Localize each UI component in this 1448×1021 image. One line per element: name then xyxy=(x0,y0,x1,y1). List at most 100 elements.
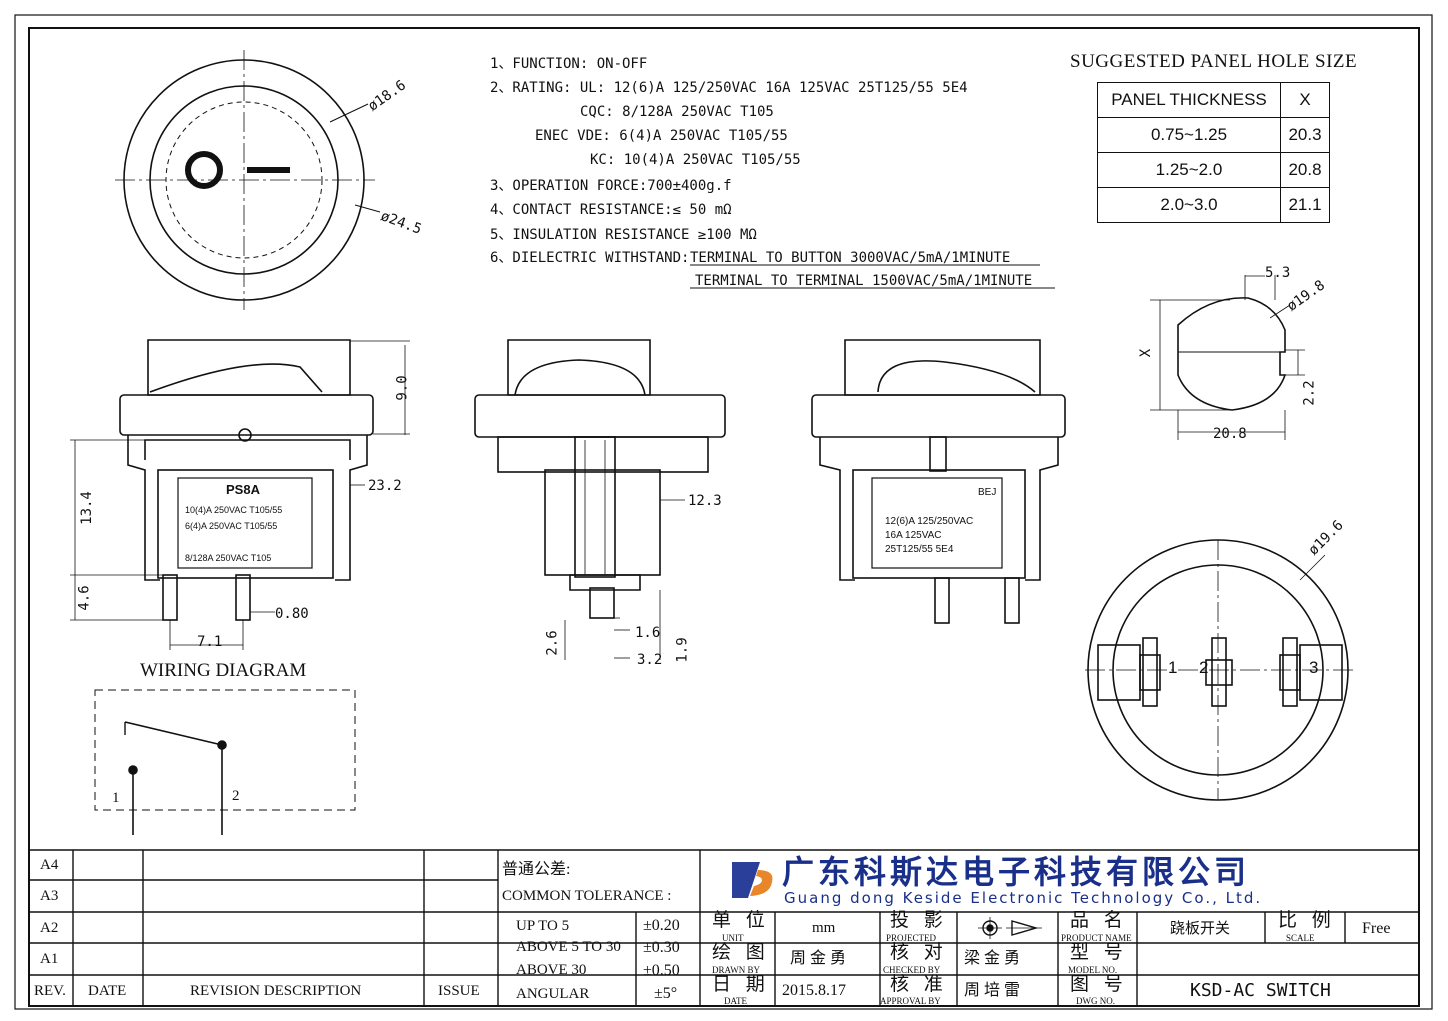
scale-en: SCALE xyxy=(1286,933,1315,943)
model-no-cn: 型 号 xyxy=(1070,942,1128,963)
tol-value: ±5° xyxy=(654,985,678,1002)
panel-table-cell: 0.75~1.25 xyxy=(1097,117,1281,153)
projection-cn: 投 影 xyxy=(890,910,948,931)
spec-operation-force: 3、OPERATION FORCE:700±400g.f xyxy=(490,178,732,194)
product-name-value: 跷板开关 xyxy=(1170,919,1231,937)
tol-range: ANGULAR xyxy=(516,986,590,1002)
spec-function: 1、FUNCTION: ON-OFF xyxy=(490,56,648,72)
revision-description-header: REVISION DESCRIPTION xyxy=(190,983,362,999)
panel-table-header-x: X xyxy=(1280,82,1330,118)
dim-width-3-2: 3.2 xyxy=(637,652,663,668)
spec-insulation-resistance: 5、INSULATION RESISTANCE ≥100 MΩ xyxy=(490,227,757,243)
back-bej-label: BEJ xyxy=(978,487,997,498)
checked-by-cn: 核 对 xyxy=(890,942,948,963)
drawn-by-value: 周 金 勇 xyxy=(790,950,847,967)
spec-rating-ul: 2、RATING: UL: 12(6)A 125/250VAC 16A 125V… xyxy=(490,80,968,96)
back-rating-3: 25T125/55 5E4 xyxy=(885,544,954,555)
panel-table-cell: 20.3 xyxy=(1280,117,1330,153)
top-view xyxy=(115,50,381,310)
drawn-by-cn: 绘 图 xyxy=(712,942,770,963)
back-rating-1: 12(6)A 125/250VAC xyxy=(885,516,974,527)
scale-cn: 比 例 xyxy=(1278,910,1336,931)
tol-value: ±0.20 xyxy=(643,917,680,934)
pin-1-label: 1 xyxy=(1168,658,1178,677)
projection-en: PROJECTED xyxy=(886,933,937,943)
panel-table-header-thickness: PANEL THICKNESS xyxy=(1097,82,1281,118)
panel-table-cell: 1.25~2.0 xyxy=(1097,152,1281,188)
dim-width-20-8: 20.8 xyxy=(1213,426,1247,442)
dim-width-12-3: 12.3 xyxy=(688,493,722,509)
tol-value: ±0.30 xyxy=(643,939,680,956)
dim-width-0-80: 0.80 xyxy=(275,606,309,622)
tol-range: UP TO 5 xyxy=(516,918,570,934)
rev-row-label: A1 xyxy=(40,951,59,967)
issue-header: ISSUE xyxy=(438,983,480,999)
wiring-terminal-2: 2 xyxy=(232,788,240,804)
tol-value: ±0.50 xyxy=(643,962,680,979)
unit-cn: 单 位 xyxy=(712,910,770,931)
approval-value: 周 培 雷 xyxy=(964,982,1021,999)
spec-dielectric-button: TERMINAL TO BUTTON 3000VAC/5mA/1MINUTE xyxy=(690,250,1011,266)
panel-table-cell: 21.1 xyxy=(1280,187,1330,223)
wiring-diagram xyxy=(94,689,356,835)
pin-2-label: 2 xyxy=(1199,658,1209,677)
spec-rating-enec: ENEC VDE: 6(4)A 250VAC T105/55 xyxy=(535,128,788,144)
front-model-label: PS8A xyxy=(226,482,260,497)
dim-height-2-6: 2.6 xyxy=(544,630,561,656)
approval-cn: 核 准 xyxy=(890,974,948,995)
dim-height-1-9: 1.9 xyxy=(674,637,691,663)
panel-hole-view xyxy=(1150,275,1305,440)
date-en: DATE xyxy=(724,996,747,1006)
panel-hole-table: PANEL THICKNESS X 0.75~1.25 20.3 1.25~2.… xyxy=(1097,82,1330,223)
title-block xyxy=(29,849,1419,1006)
front-rating-2: 6(4)A 250VAC T105/55 xyxy=(185,521,278,531)
front-rating-3: 8/128A 250VAC T105 xyxy=(185,553,272,563)
date-header: DATE xyxy=(88,983,127,999)
tol-range: ABOVE 30 xyxy=(516,962,587,978)
drawn-by-en: DRAWN BY xyxy=(712,965,761,975)
tol-range: ABOVE 5 TO 30 xyxy=(516,939,621,955)
projection-symbol xyxy=(978,917,1042,939)
date-cn: 日 期 xyxy=(712,974,770,995)
company-logo xyxy=(732,862,773,898)
approval-en: APPROVAL BY xyxy=(880,996,941,1006)
dim-x: X xyxy=(1138,348,1155,358)
pin-3-label: 3 xyxy=(1309,658,1319,677)
side-view xyxy=(474,339,726,660)
dim-width-5-3: 5.3 xyxy=(1265,265,1291,281)
dwg-no-en: DWG NO. xyxy=(1076,996,1115,1006)
front-rating-1: 10(4)A 250VAC T105/55 xyxy=(185,505,283,515)
spec-dielectric-terminal: TERMINAL TO TERMINAL 1500VAC/5mA/1MINUTE xyxy=(695,273,1033,289)
checked-by-value: 梁 金 勇 xyxy=(964,950,1021,967)
tolerance-cn: 普通公差: xyxy=(502,861,571,878)
unit-value: mm xyxy=(812,920,836,936)
dim-width-1-6: 1.6 xyxy=(635,625,661,641)
back-rating-2: 16A 125VAC xyxy=(885,530,942,541)
dim-height-9-0: 9.0 xyxy=(394,375,411,401)
rev-header: REV. xyxy=(34,983,66,999)
scale-value: Free xyxy=(1362,920,1391,937)
dim-height-2-2: 2.2 xyxy=(1301,380,1318,406)
product-name-cn: 品 名 xyxy=(1070,910,1128,931)
company-name-en: Guang dong Keside Electronic Technology … xyxy=(784,889,1263,907)
product-name-en: PRODUCT NAME xyxy=(1061,933,1132,943)
panel-table-cell: 20.8 xyxy=(1280,152,1330,188)
panel-table-cell: 2.0~3.0 xyxy=(1097,187,1281,223)
unit-en: UNIT xyxy=(722,933,744,943)
dim-width-23-2: 23.2 xyxy=(368,478,402,494)
dwg-no-cn: 图 号 xyxy=(1070,974,1128,995)
model-no-en: MODEL NO. xyxy=(1068,965,1118,975)
checked-by-en: CHECKED BY xyxy=(883,965,941,975)
tolerance-en: COMMON TOLERANCE : xyxy=(502,888,672,904)
spec-rating-cqc: CQC: 8/128A 250VAC T105 xyxy=(580,104,774,120)
spec-contact-resistance: 4、CONTACT RESISTANCE:≤ 50 mΩ xyxy=(490,202,732,218)
wiring-terminal-1: 1 xyxy=(112,790,120,806)
dim-height-13-4: 13.4 xyxy=(78,491,95,525)
rev-row-label: A2 xyxy=(40,920,59,936)
spec-dielectric: 6、DIELECTRIC WITHSTAND: xyxy=(490,250,690,266)
bottom-view xyxy=(1085,539,1355,801)
panel-hole-title: SUGGESTED PANEL HOLE SIZE xyxy=(1070,51,1358,72)
front-view xyxy=(70,339,410,650)
back-view xyxy=(811,339,1066,624)
